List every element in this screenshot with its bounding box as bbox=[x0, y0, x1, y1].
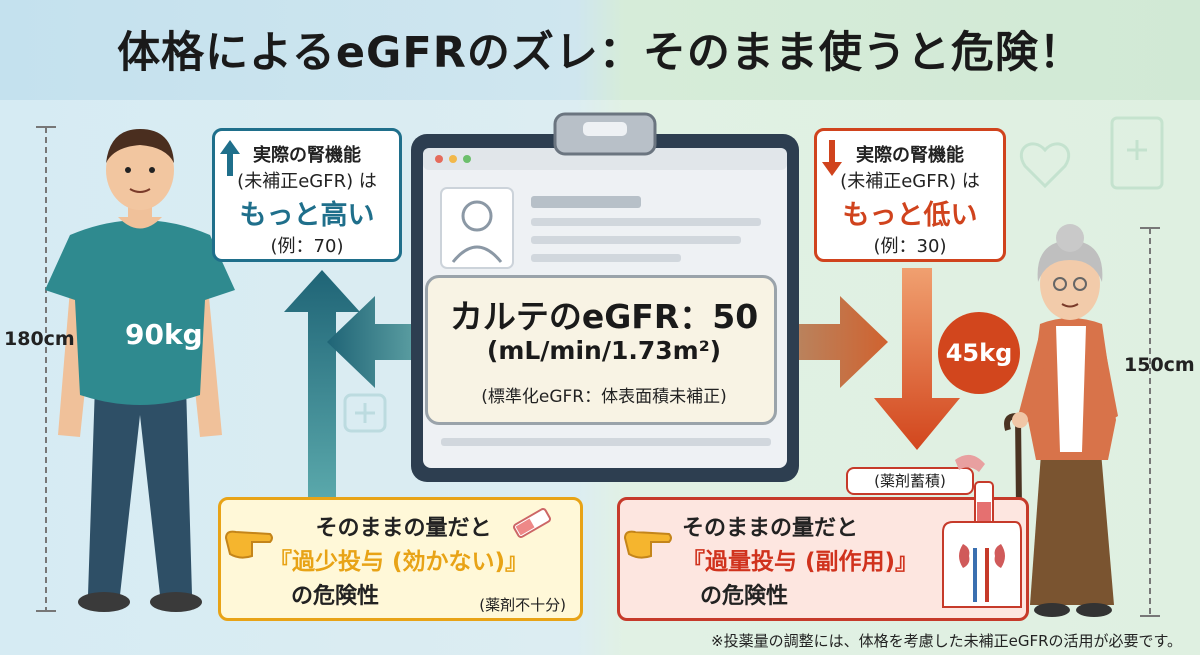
left-warning-line1: そのままの量だと bbox=[315, 516, 492, 541]
right-pointing-arrow bbox=[760, 296, 888, 388]
left-info-example: (例：70) bbox=[270, 236, 344, 257]
accumulation-label-box: (薬剤蓄積) bbox=[846, 467, 974, 495]
egfr-value: カルテのeGFR：50 bbox=[449, 297, 759, 336]
left-weight-label: 90kg bbox=[125, 318, 203, 351]
right-info-example: (例：30) bbox=[873, 236, 947, 257]
pointing-hand-icon bbox=[224, 530, 273, 559]
elderly-woman-figure bbox=[1004, 224, 1160, 617]
syringe-icon bbox=[513, 508, 551, 538]
left-warning-line3: の危険性 bbox=[291, 584, 380, 609]
right-info-emphasis: もっと低い bbox=[842, 200, 978, 231]
egfr-note: (標準化eGFR：体表面積未補正) bbox=[481, 387, 727, 407]
tall-man-figure bbox=[36, 126, 235, 612]
right-info-line1: 実際の腎機能 bbox=[856, 145, 964, 166]
clipboard-icon bbox=[1110, 116, 1164, 190]
right-down-arrow bbox=[874, 268, 960, 450]
left-info-emphasis: もっと高い bbox=[239, 200, 375, 231]
left-warning-emphasis: 『過少投与 (効かない)』 bbox=[269, 549, 529, 575]
right-height-label: 150cm bbox=[1124, 354, 1195, 376]
accumulation-label: (薬剤蓄積) bbox=[874, 472, 946, 490]
right-info-box: 実際の腎機能 (未補正eGFR) は もっと低い (例：30) bbox=[814, 128, 1006, 262]
kidney-diagram bbox=[942, 454, 1022, 608]
down-arrow-icon bbox=[822, 140, 842, 176]
right-info-line2: (未補正eGFR) は bbox=[840, 171, 980, 192]
pointing-hand-icon bbox=[623, 530, 672, 559]
egfr-unit: (mL/min/1.73m²) bbox=[486, 336, 722, 365]
right-warning-line1: そのままの量だと bbox=[681, 516, 858, 541]
left-warning-box: そのままの量だと 『過少投与 (効かない)』 の危険性 (薬剤不十分) bbox=[218, 497, 583, 621]
footer-note: ※投薬量の調整には、体格を考慮した未補正eGFRの活用が必要です。 bbox=[711, 632, 1182, 650]
right-warning-emphasis: 『過量投与 (副作用)』 bbox=[682, 549, 919, 575]
left-info-line1: 実際の腎機能 bbox=[253, 145, 361, 166]
right-weight-badge: 45kg bbox=[938, 312, 1020, 394]
left-up-arrow bbox=[284, 270, 360, 498]
left-height-label: 180cm bbox=[4, 328, 75, 350]
egfr-readout-box: カルテのeGFR：50 (mL/min/1.73m²) (標準化eGFR：体表面… bbox=[425, 275, 777, 425]
right-warning-line3: の危険性 bbox=[700, 584, 789, 609]
title-bar bbox=[0, 0, 1200, 100]
left-warning-note: (薬剤不十分) bbox=[479, 596, 566, 614]
left-pointing-arrow bbox=[327, 296, 445, 388]
cross-icon bbox=[355, 403, 375, 423]
page-title: 体格によるeGFRのズレ：そのまま使うと危険！ bbox=[117, 28, 1083, 78]
medical-kit-icon bbox=[343, 393, 387, 433]
left-info-line2: (未補正eGFR) は bbox=[237, 171, 377, 192]
heart-icon bbox=[1019, 142, 1071, 189]
up-arrow-icon bbox=[220, 140, 240, 176]
left-info-box: 実際の腎機能 (未補正eGFR) は もっと高い (例：70) bbox=[212, 128, 402, 262]
